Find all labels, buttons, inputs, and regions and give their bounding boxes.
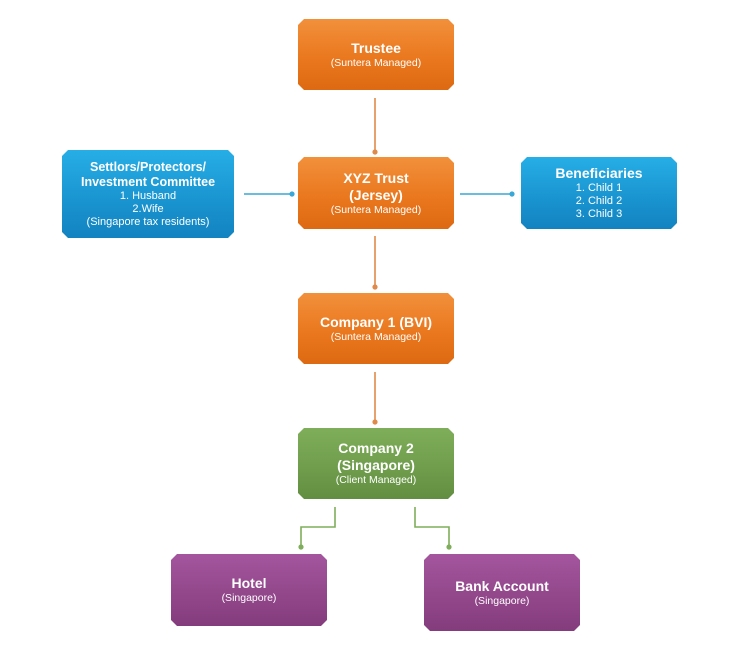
node-title: Hotel [231,575,267,591]
node-hotel: Hotel (Singapore) [171,554,327,626]
connector-dot [372,149,378,155]
connector-dot [509,191,515,197]
list-item: (Singapore tax residents) [86,215,210,228]
list-item: 3. Child 3 [575,208,623,220]
node-subtitle: (Singapore) [221,592,277,604]
node-company2: Company 2 (Singapore) (Client Managed) [298,428,454,499]
connector-dot [446,544,452,550]
node-title: Investment Committee [80,174,216,189]
node-company1: Company 1 (BVI) (Suntera Managed) [298,293,454,364]
node-subtitle: (Suntera Managed) [330,330,422,343]
node-trustee: Trustee (Suntera Managed) [298,19,454,90]
connector-dot [372,284,378,290]
node-title: (Jersey) [349,186,403,203]
node-subtitle: (Suntera Managed) [330,56,422,69]
node-subtitle: (Singapore) [474,594,530,607]
list-item: 2. Child 2 [575,195,623,207]
node-title: Trustee [351,39,401,56]
connector-company2-hotel [300,507,336,547]
node-title: Bank Account [455,577,549,594]
node-xyz-trust: XYZ Trust (Jersey) (Suntera Managed) [298,157,454,229]
node-subtitle: (Client Managed) [335,474,417,486]
connector-dot [289,191,295,197]
connector-dot [372,419,378,425]
list-item: 1. Child 1 [575,182,623,194]
node-settlors: Settlors/Protectors/ Investment Committe… [62,150,234,238]
node-beneficiaries: Beneficiaries 1. Child 1 2. Child 2 3. C… [521,157,677,229]
node-title: Settlors/Protectors/ [89,159,206,174]
node-subtitle: (Suntera Managed) [330,203,422,216]
node-title: Company 2 [338,440,414,456]
node-title: Beneficiaries [555,165,643,181]
connector-company2-bank [414,507,450,547]
list-item: 1. Husband [119,189,177,202]
list-item: 2.Wife [132,202,164,215]
node-title: Company 1 (BVI) [319,313,432,330]
node-title: XYZ Trust [343,169,409,186]
node-bank-account: Bank Account (Singapore) [424,554,580,631]
node-title: (Singapore) [337,457,415,473]
connector-dot [298,544,304,550]
